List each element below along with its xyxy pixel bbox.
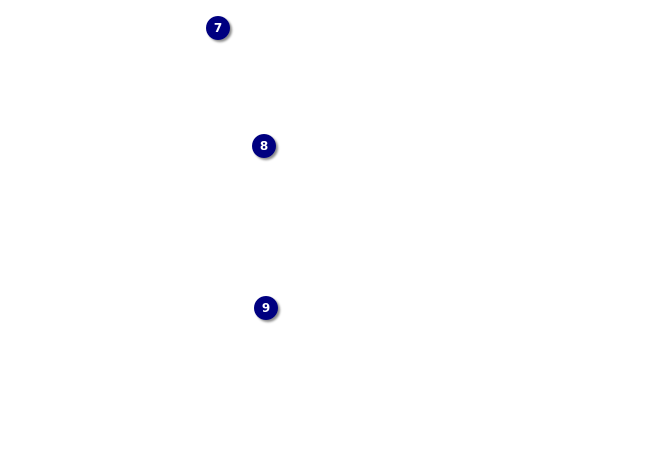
- step-marker-7[interactable]: 7: [206, 16, 230, 40]
- step-marker-9[interactable]: 9: [254, 296, 278, 320]
- step-marker-label: 9: [261, 301, 271, 315]
- step-marker-label: 8: [259, 139, 269, 153]
- step-marker-label: 7: [213, 21, 223, 35]
- step-marker-8[interactable]: 8: [252, 134, 276, 158]
